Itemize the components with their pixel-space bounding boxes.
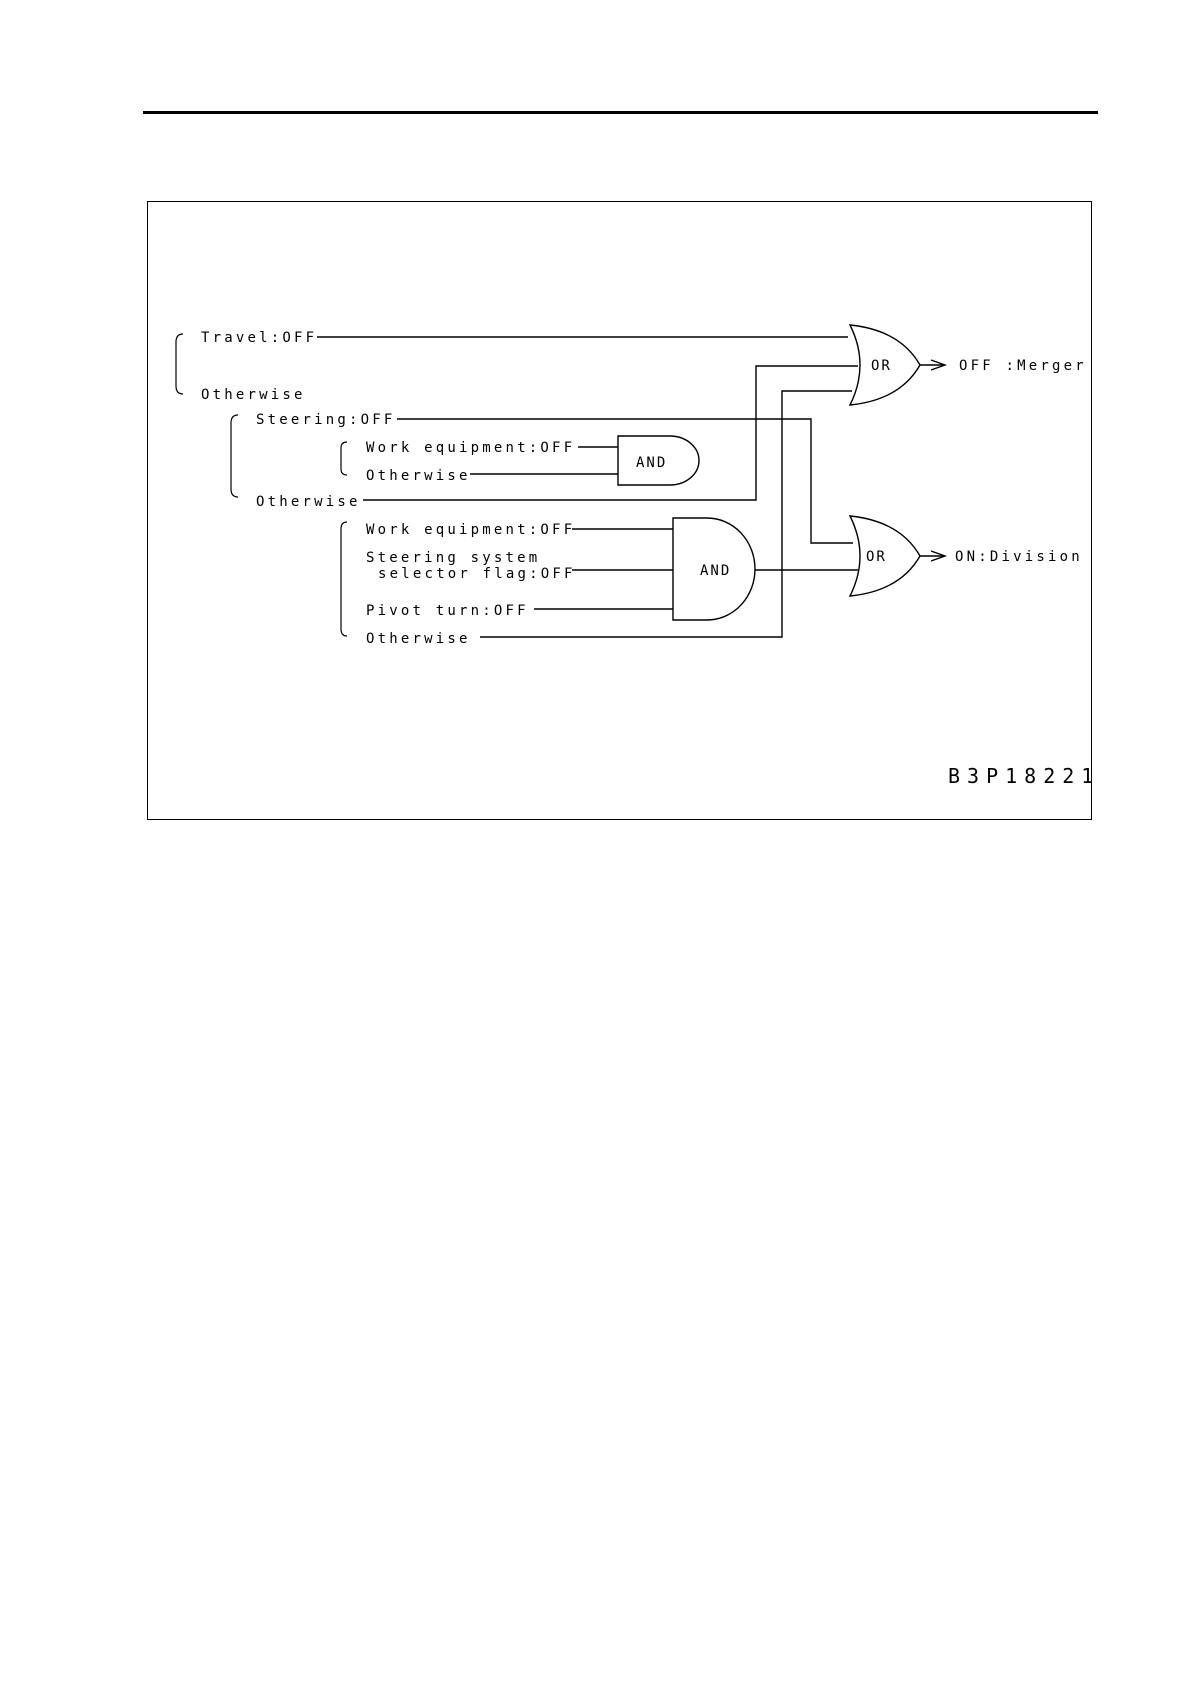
label-otherwise-3: Otherwise: [256, 494, 361, 510]
label-steering-off: Steering:OFF: [256, 412, 396, 428]
label-pivot-turn-off: Pivot turn:OFF: [366, 603, 529, 619]
label-travel-off: Travel:OFF: [201, 330, 317, 346]
brace-lower-group: [341, 522, 347, 636]
label-output-merger: OFF :Merger: [959, 358, 1087, 374]
wire-otherwise-4-to-or-top: [480, 391, 852, 637]
brace-work-equipment-small: [341, 442, 347, 475]
label-output-division: ON:Division: [955, 549, 1083, 565]
and-gate-large-label: AND: [700, 563, 731, 579]
label-otherwise-1: Otherwise: [201, 387, 306, 403]
brace-travel: [176, 334, 183, 394]
label-steering-system-line1: Steering system: [366, 550, 540, 566]
brace-steering: [231, 415, 238, 497]
label-otherwise-4: Otherwise: [366, 631, 471, 647]
label-work-equipment-off-1: Work equipment:OFF: [366, 440, 575, 456]
label-work-equipment-off-2: Work equipment:OFF: [366, 522, 575, 538]
label-otherwise-2: Otherwise: [366, 468, 471, 484]
figure-code: B3P18221: [948, 764, 1100, 788]
label-steering-system-line2: selector flag:OFF: [378, 566, 576, 582]
and-gate-small-label: AND: [636, 455, 667, 471]
or-gate-bottom-label: OR: [866, 549, 887, 565]
or-gate-top-label: OR: [871, 358, 892, 374]
